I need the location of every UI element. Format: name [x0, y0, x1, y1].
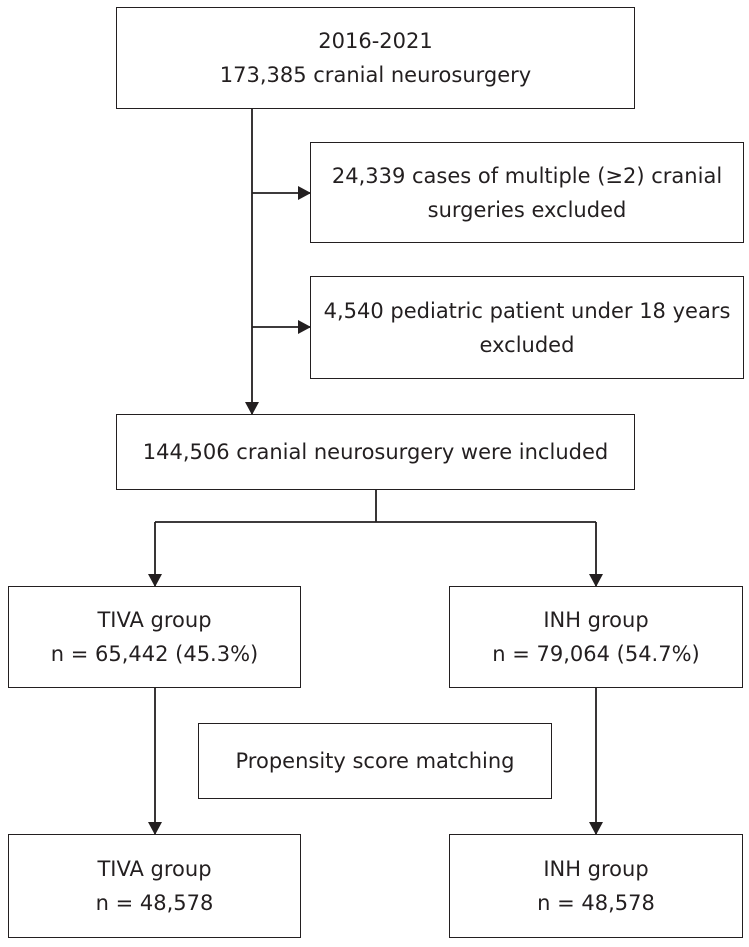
exclusion-1-line2: surgeries excluded — [427, 197, 627, 222]
inh-group-box: INH group n = 79,064 (54.7%) — [449, 586, 743, 688]
included-box: 144,506 cranial neurosurgery were includ… — [116, 414, 635, 490]
inh-group-label: INH group — [543, 608, 649, 632]
included-text: 144,506 cranial neurosurgery were includ… — [142, 440, 609, 464]
tiva-group-count: n = 65,442 (45.3%) — [50, 642, 259, 666]
tiva-matched-box: TIVA group n = 48,578 — [8, 834, 301, 938]
exclusion-multiple-surgeries-box: 24,339 cases of multiple (≥2) cranial su… — [310, 142, 744, 243]
start-count: 173,385 cranial neurosurgery — [219, 63, 532, 87]
tiva-group-label: TIVA group — [97, 608, 212, 632]
start-period: 2016-2021 — [318, 29, 433, 53]
tiva-group-box: TIVA group n = 65,442 (45.3%) — [8, 586, 301, 688]
exclusion-pediatric-box: 4,540 pediatric patient under 18 years e… — [310, 276, 744, 379]
exclusion-2-line1: 4,540 pediatric patient under 18 years — [323, 298, 731, 323]
tiva-matched-count: n = 48,578 — [95, 891, 214, 915]
tiva-matched-label: TIVA group — [97, 857, 212, 881]
exclusion-1-line1: 24,339 cases of multiple (≥2) cranial — [331, 163, 723, 188]
propensity-matching-text: Propensity score matching — [235, 749, 515, 773]
inh-matched-count: n = 48,578 — [537, 891, 655, 915]
inh-group-count: n = 79,064 (54.7%) — [492, 642, 700, 666]
start-box: 2016-2021 173,385 cranial neurosurgery — [116, 7, 635, 109]
exclusion-2-line2: excluded — [479, 332, 575, 357]
propensity-matching-box: Propensity score matching — [198, 723, 552, 799]
inh-matched-box: INH group n = 48,578 — [449, 834, 743, 938]
inh-matched-label: INH group — [543, 857, 649, 881]
